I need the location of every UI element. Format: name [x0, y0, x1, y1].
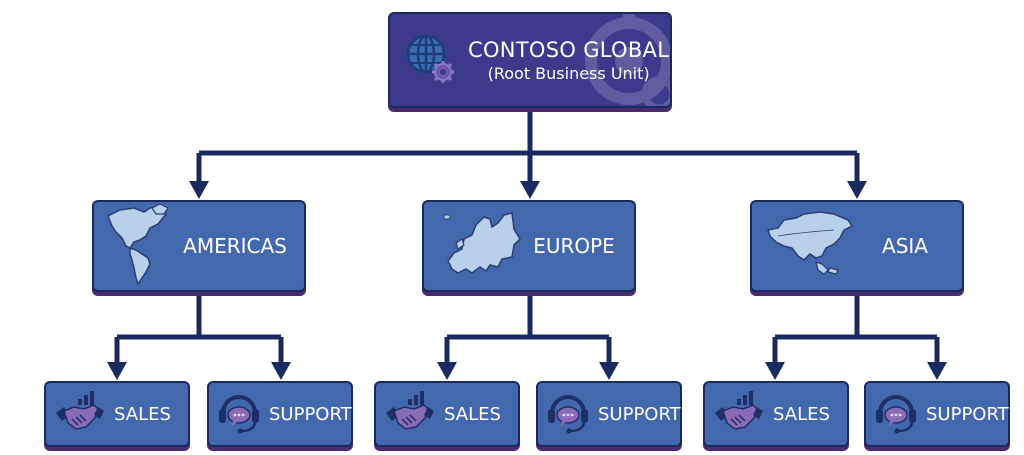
dept-node-americas-sales[interactable]: SALES [44, 381, 190, 447]
handshake-chart-icon [713, 389, 765, 439]
dept-label-americas-sales: SALES [114, 403, 171, 425]
globe-gear-icon [402, 30, 458, 90]
headset-chat-icon [546, 389, 590, 439]
dept-node-asia-support[interactable]: SUPPORT [864, 381, 1010, 447]
region-label-americas: AMERICAS [183, 234, 287, 258]
dept-label-europe-support: SUPPORT [598, 403, 681, 425]
region-node-europe[interactable]: EUROPE [422, 200, 636, 292]
root-title: CONTOSO GLOBAL [468, 37, 670, 62]
connector-europe-bus [444, 334, 612, 364]
headset-chat-icon [874, 389, 918, 439]
region-node-americas[interactable]: AMERICAS [92, 200, 306, 292]
asia-map-icon [764, 206, 856, 286]
dept-node-asia-sales[interactable]: SALES [703, 381, 849, 447]
arrowhead-asia-sales [765, 362, 785, 380]
root-text: CONTOSO GLOBAL (Root Business Unit) [468, 38, 669, 83]
dept-node-europe-support[interactable]: SUPPORT [536, 381, 682, 447]
region-node-asia[interactable]: ASIA [750, 200, 964, 292]
dept-label-americas-support: SUPPORT [269, 403, 352, 425]
dept-label-asia-support: SUPPORT [926, 403, 1009, 425]
dept-node-americas-support[interactable]: SUPPORT [207, 381, 353, 447]
region-label-europe: EUROPE [533, 234, 615, 258]
root-business-unit-node[interactable]: CONTOSO GLOBAL (Root Business Unit) [388, 12, 672, 108]
arrowhead-europe-sales [437, 362, 457, 380]
europe-map-icon [442, 209, 522, 283]
handshake-chart-icon [384, 389, 436, 439]
arrowhead-americas-support [271, 362, 291, 380]
handshake-chart-icon [54, 389, 106, 439]
arrowhead-asia-support [927, 362, 947, 380]
gear-watermark-icon [574, 14, 670, 106]
arrowhead-europe [520, 181, 540, 199]
dept-label-asia-sales: SALES [773, 403, 830, 425]
arrowhead-europe-support [599, 362, 619, 380]
root-subtitle: (Root Business Unit) [487, 63, 650, 83]
region-label-asia: ASIA [882, 234, 928, 258]
connector-asia-bus [772, 334, 940, 364]
headset-chat-icon [217, 389, 261, 439]
dept-node-europe-sales[interactable]: SALES [374, 381, 520, 447]
arrowhead-americas [189, 181, 209, 199]
arrowhead-americas-sales [107, 362, 127, 380]
americas-map-icon [104, 202, 174, 290]
arrowhead-asia [847, 181, 867, 199]
connector-americas-bus [114, 334, 284, 364]
dept-label-europe-sales: SALES [444, 403, 501, 425]
